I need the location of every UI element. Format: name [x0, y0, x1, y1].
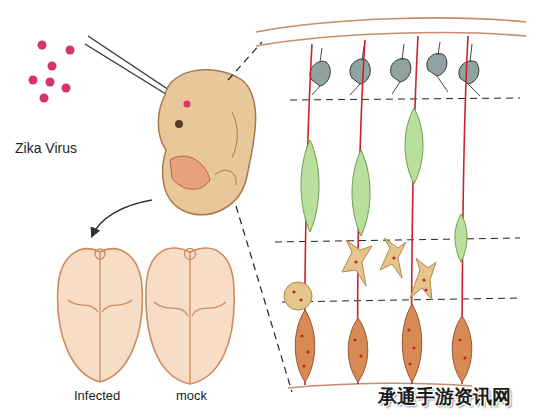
zoom-lines [228, 42, 292, 392]
curved-arrow [92, 200, 152, 236]
brain-details [68, 249, 226, 385]
pial-surface [256, 18, 526, 388]
progenitor-cells [295, 304, 472, 382]
migrating-cells [284, 238, 436, 310]
label-text: Infected [74, 388, 120, 403]
radial-fibers [305, 36, 468, 385]
virus-dots [292, 256, 427, 301]
watermark: 承通手游资讯网 [378, 384, 511, 410]
virus-particles [29, 41, 75, 103]
label-text: Zika Virus [15, 140, 77, 156]
virus-dots-progenitor [300, 328, 466, 367]
layer-dashes [275, 98, 520, 302]
brain-outlines [58, 248, 235, 384]
label-text: mock [176, 388, 207, 403]
neurons [310, 53, 479, 86]
embryo [158, 70, 255, 215]
neuron-processes [312, 42, 480, 96]
